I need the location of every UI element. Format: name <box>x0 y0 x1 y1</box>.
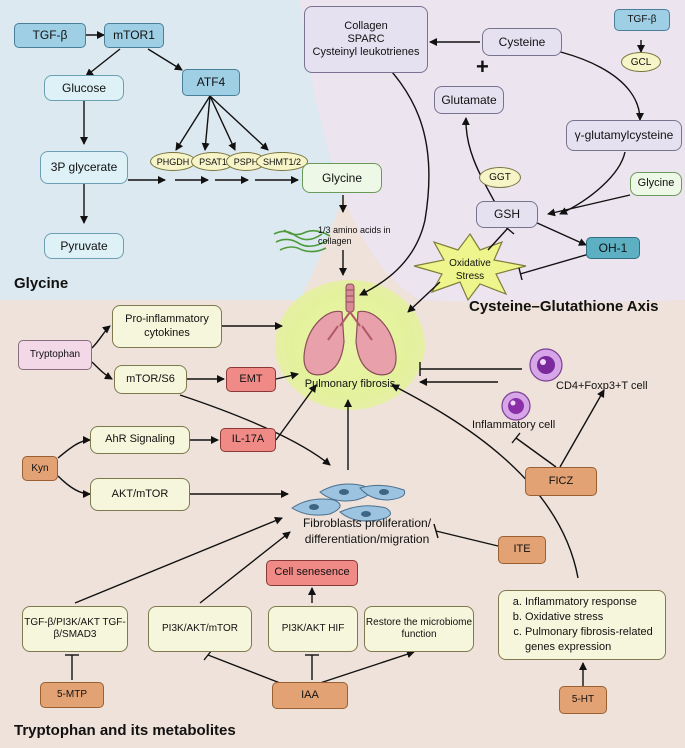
microbiome-box: Restore the microbiome function <box>364 606 474 652</box>
inflammatory-cell-label: Inflammatory cell <box>472 419 556 431</box>
cd4-tcell-label: CD4+Foxp3+T cell <box>556 380 648 392</box>
gamma-glutamylcysteine-box: γ-glutamylcysteine <box>566 120 682 151</box>
collagen-fibers-illustration <box>273 229 331 253</box>
ahr-signaling-box: AhR Signaling <box>90 426 190 454</box>
enzyme-shmt: SHMT1/2 <box>256 152 308 171</box>
effect-item: Inflammatory response <box>525 595 665 610</box>
ite-box: ITE <box>498 536 546 564</box>
oxidative-stress-star <box>413 232 527 302</box>
enzyme-phgdh: PHGDH <box>150 152 196 171</box>
iaa-box: IAA <box>272 682 348 709</box>
oh1-box: OH-1 <box>586 237 640 259</box>
cell-senescence-box: Cell senesence <box>266 560 358 586</box>
kyn-box: Kyn <box>22 456 58 481</box>
enzyme-psph: PSPH <box>226 152 266 171</box>
collagen-products-box: Collagen SPARC Cysteinyl leukotrienes <box>304 6 428 73</box>
mtor-s6-box: mTOR/S6 <box>114 365 187 394</box>
cysteine-box: Cysteine <box>482 28 562 56</box>
collagen-note: 1/3 amino acids in collagen <box>318 225 391 247</box>
fibroblasts-illustration <box>291 483 406 522</box>
cysteine-section-title: Cysteine–Glutathione Axis <box>469 298 659 315</box>
enzyme-ggt: GGT <box>479 167 521 188</box>
il17a-box: IL-17A <box>220 428 276 452</box>
pulmonary-fibrosis-glow <box>275 280 425 410</box>
gsh-box: GSH <box>476 201 538 228</box>
t-cell-illustration <box>529 348 563 382</box>
mtor1-box: mTOR1 <box>104 23 164 48</box>
effect-item: Pulmonary fibrosis-related genes express… <box>525 625 665 655</box>
pyruvate-box: Pyruvate <box>44 233 124 259</box>
emt-box: EMT <box>226 367 276 392</box>
effect-item: Oxidative stress <box>525 610 665 625</box>
pi3k-akt-mtor-box: PI3K/AKT/mTOR <box>148 606 252 652</box>
3p-glycerate-box: 3P glycerate <box>40 151 128 184</box>
tryptophan-box: Tryptophan <box>18 340 92 370</box>
glycine-section-title: Glycine <box>14 275 69 292</box>
cysteine-region <box>300 0 685 303</box>
5-mtp-box: 5-MTP <box>40 682 104 708</box>
tryptophan-section-title: Tryptophan and its metabolites <box>14 722 236 739</box>
oxidative-stress-label: Oxidative Stress <box>449 258 491 282</box>
pro-inflammatory-box: Pro-inflammatory cytokines <box>112 305 222 348</box>
effects-box: Inflammatory response Oxidative stress P… <box>498 590 666 660</box>
glycine-cys-box: Glycine <box>630 172 682 196</box>
tgf-beta-cys-box: TGF-β <box>614 9 670 31</box>
inflammatory-cell-illustration <box>501 391 531 421</box>
glycine-box: Glycine <box>302 163 382 193</box>
akt-mtor-box: AKT/mTOR <box>90 478 190 511</box>
lungs-illustration <box>303 283 397 376</box>
tgf-pi3k-smad3-box: TGF-β/PI3K/AKT TGF-β/SMAD3 <box>22 606 128 652</box>
glutamate-box: Glutamate <box>434 86 504 114</box>
pulmonary-fibrosis-label: Pulmonary fibrosis <box>304 378 396 390</box>
ficz-box: FICZ <box>525 467 597 496</box>
fibroblasts-label: Fibroblasts proliferation/ differentiati… <box>302 516 432 546</box>
plus-sign: + <box>476 54 489 79</box>
pi3k-akt-hif-box: PI3K/AKT HIF <box>268 606 358 652</box>
5-ht-box: 5-HT <box>559 686 607 714</box>
tgf-beta-box: TGF-β <box>14 23 86 48</box>
glucose-box: Glucose <box>44 75 124 101</box>
atf4-box: ATF4 <box>182 69 240 96</box>
enzyme-gcl: GCL <box>621 52 661 72</box>
